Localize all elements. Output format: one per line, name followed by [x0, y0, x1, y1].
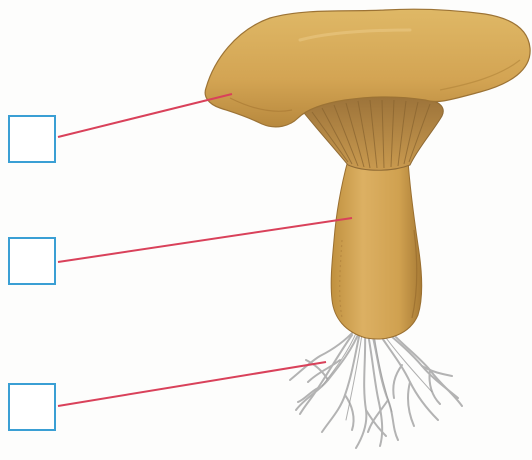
- stem-answer-box[interactable]: [8, 237, 56, 285]
- cap-answer-box[interactable]: [8, 115, 56, 163]
- cap-leader-line: [58, 94, 232, 137]
- mycelium-leader-line: [58, 362, 326, 406]
- mycelium-answer-box[interactable]: [8, 383, 56, 431]
- stem-leader-line: [58, 218, 352, 262]
- stem: [331, 160, 422, 339]
- gills: [300, 96, 443, 170]
